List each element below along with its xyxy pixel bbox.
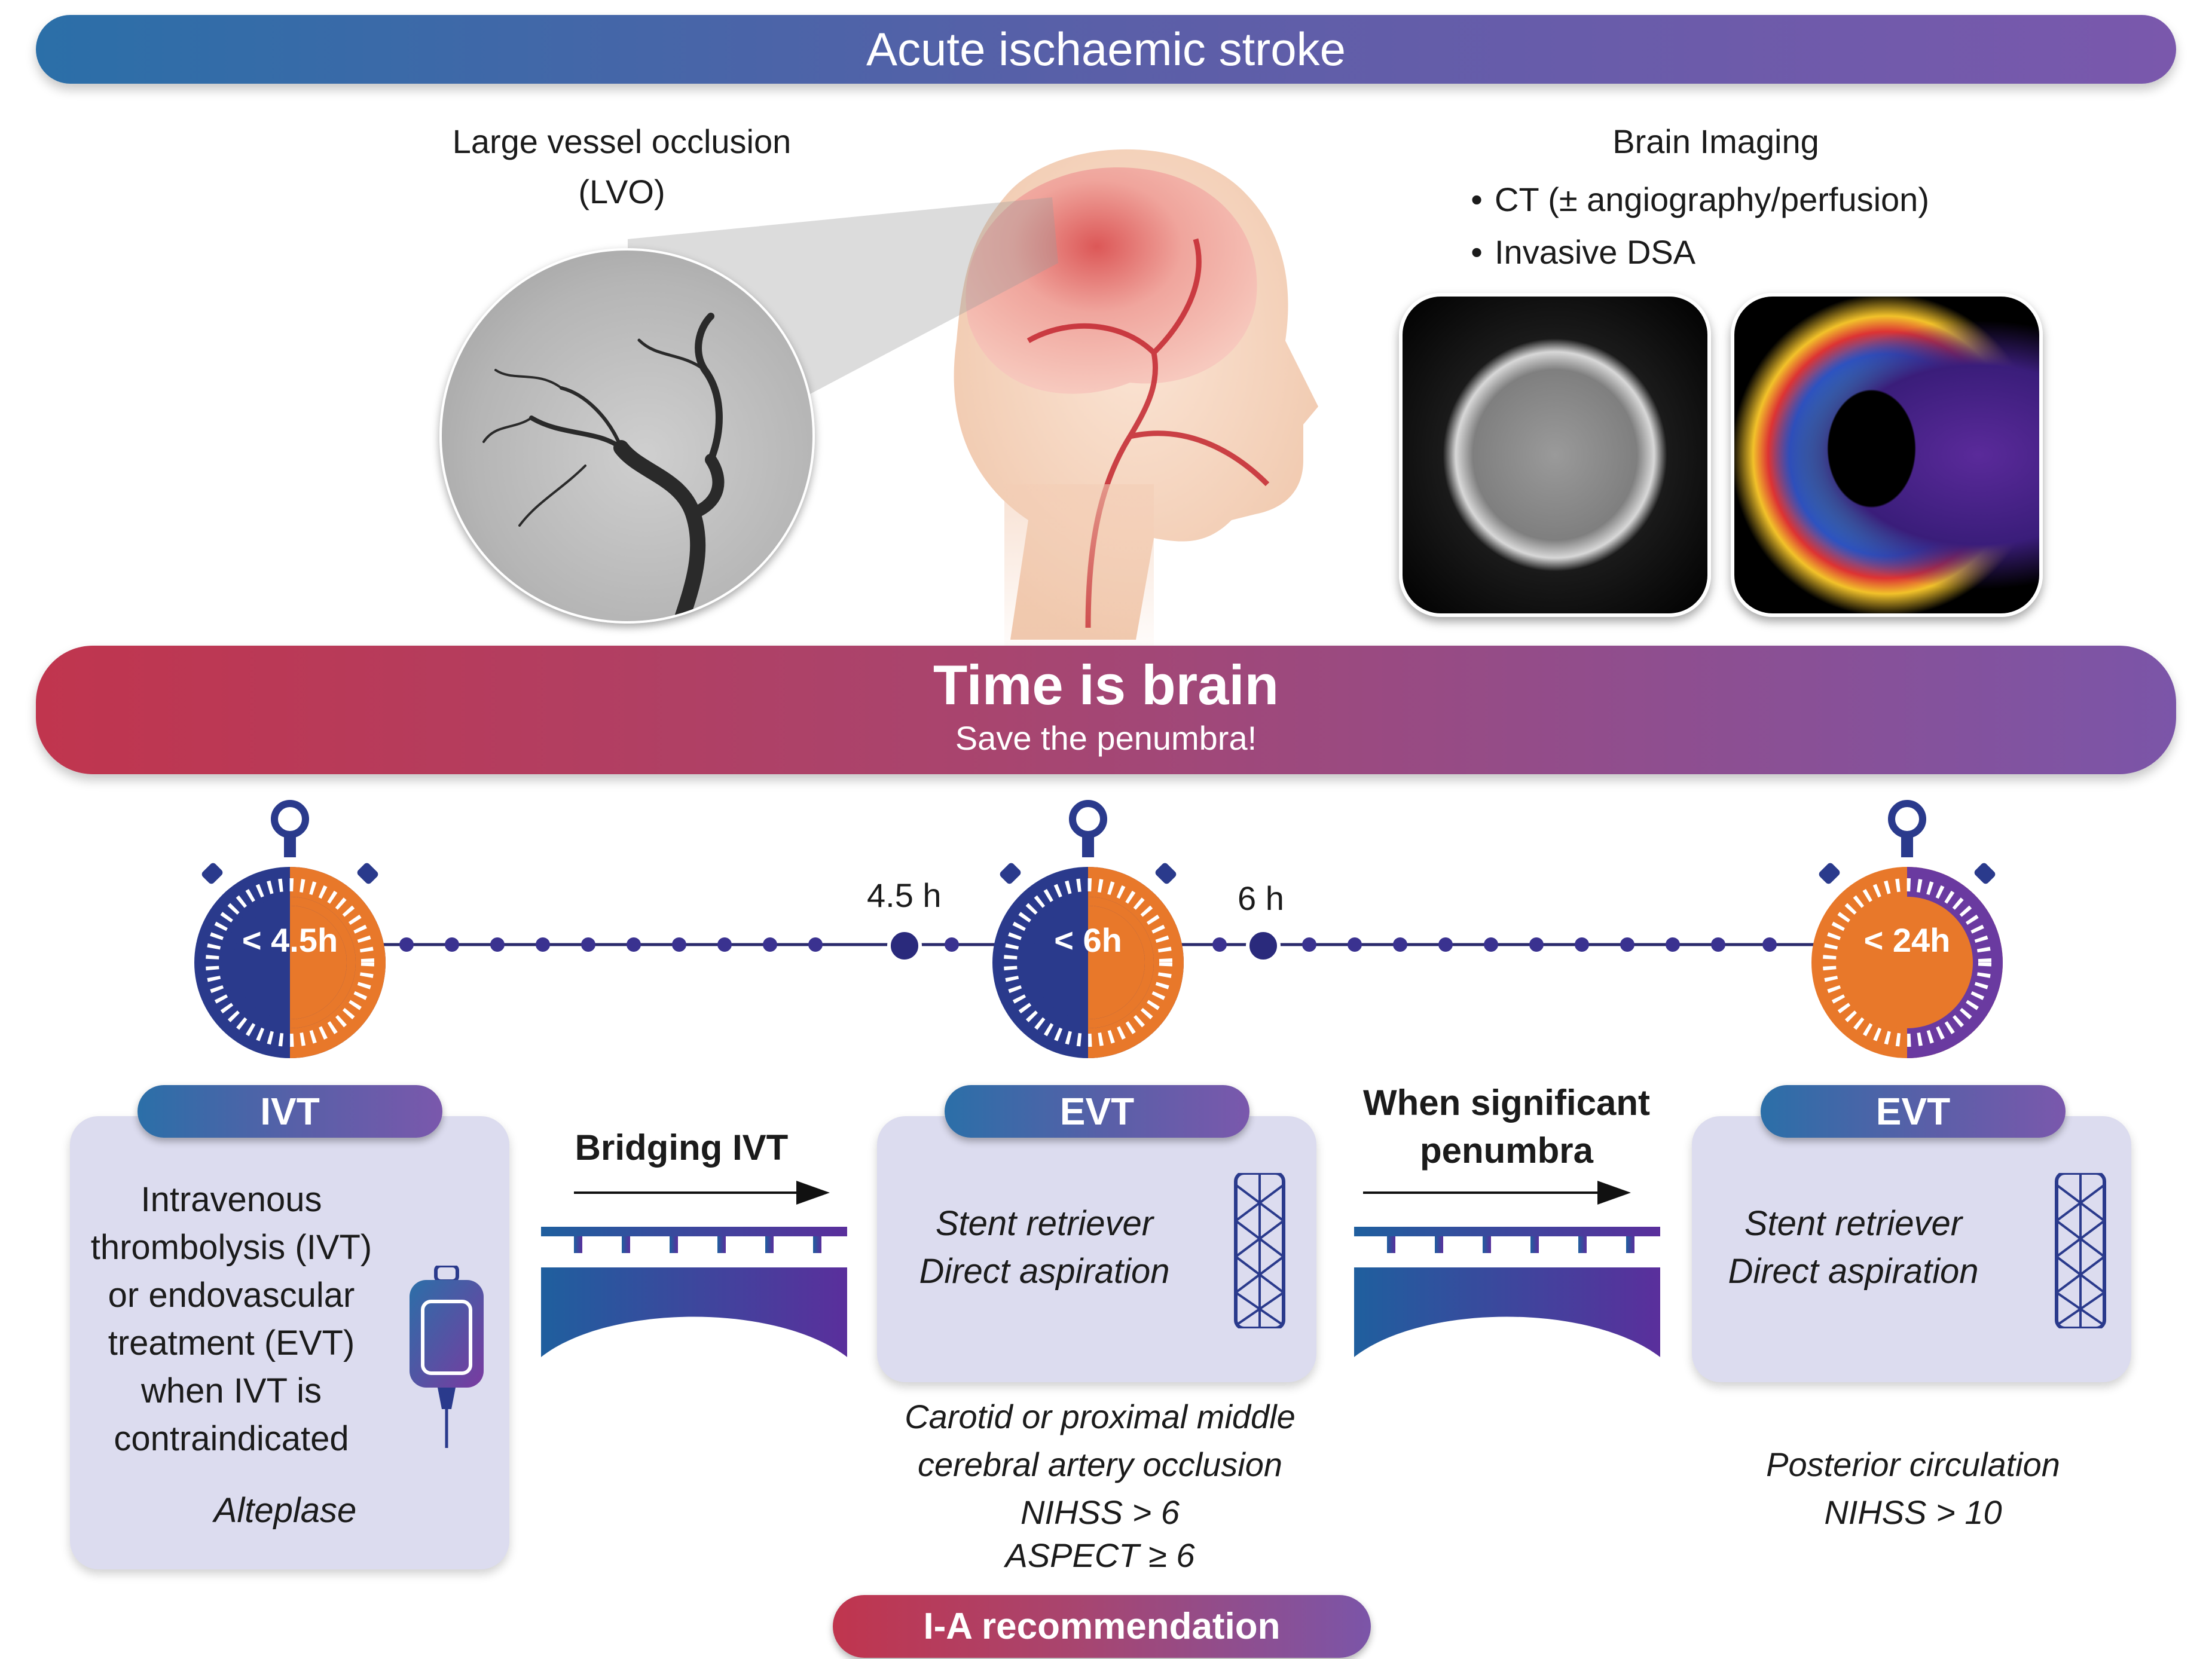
- evt-2-criteria: Posterior circulation NIHSS > 10: [1674, 1441, 2152, 1536]
- significant-penumbra-line: penumbra: [1419, 1131, 1594, 1171]
- significant-penumbra-line: When significant: [1363, 1083, 1650, 1123]
- iv-bag-icon: [410, 1266, 484, 1448]
- evt-1-criteria: Carotid or proximal middle cerebral arte…: [855, 1393, 1345, 1579]
- perfusion-scan-image: [1731, 293, 2043, 617]
- timeline-label-4-5h: 4.5 h: [867, 876, 942, 914]
- evt-1-pill: EVT: [945, 1085, 1249, 1138]
- bridge-graphic: [1354, 1181, 1660, 1357]
- lvo-caption-line-2: (LVO): [578, 173, 665, 210]
- angiogram-image: [439, 248, 815, 624]
- time-banner-title: Time is brain: [933, 653, 1279, 716]
- header-banner: Acute ischaemic stroke: [36, 15, 2176, 84]
- imaging-title: Brain Imaging: [1612, 123, 1819, 160]
- ivt-card: Intravenous thrombolysis (IVT) or endova…: [70, 1116, 509, 1569]
- timeline-marker-4-5h: [887, 928, 922, 963]
- stopwatch-icon: [1811, 800, 2003, 1058]
- timer-label-24h: < 24h: [1863, 921, 1951, 959]
- ivt-line: when IVT is: [141, 1371, 322, 1410]
- timeline-marker-6h: [1246, 928, 1281, 963]
- lvo-caption-line-1: Large vessel occlusion: [452, 123, 792, 160]
- ivt-pill: IVT: [138, 1085, 442, 1138]
- evt-1-method: Direct aspiration: [919, 1252, 1170, 1291]
- evt-card-1: Stent retriever Direct aspiration: [877, 1116, 1316, 1382]
- evt-2-methods: Stent retriever Direct aspiration: [1710, 1200, 1997, 1296]
- recommendation-pill: I-A recommendation: [833, 1595, 1371, 1658]
- timeline-label-6h: 6 h: [1238, 879, 1284, 917]
- ivt-description: Intravenous thrombolysis (IVT) or endova…: [82, 1176, 381, 1463]
- ivt-line: or endovascular: [108, 1276, 355, 1315]
- ivt-line: treatment (EVT): [108, 1324, 355, 1362]
- timer-label-6h: < 6h: [1054, 921, 1122, 959]
- evt-1-criterion: NIHSS > 6: [1020, 1493, 1180, 1531]
- evt-2-criterion: NIHSS > 10: [1824, 1493, 2002, 1531]
- stent-icon: [1234, 1173, 1285, 1328]
- stopwatch-icon: [992, 800, 1184, 1058]
- bridge-graphic: [541, 1181, 847, 1357]
- bridging-ivt-label: Bridging IVT: [575, 1128, 789, 1168]
- ivt-line: thrombolysis (IVT): [90, 1228, 372, 1267]
- time-banner-subtitle: Save the penumbra!: [955, 719, 1257, 757]
- ivt-line: contraindicated: [114, 1419, 349, 1458]
- stopwatch-icon: [194, 800, 386, 1058]
- evt-card-2: Stent retriever Direct aspiration: [1692, 1116, 2131, 1382]
- header-title: Acute ischaemic stroke: [866, 23, 1346, 75]
- evt-2-method: Stent retriever: [1744, 1204, 1963, 1243]
- evt-2-pill: EVT: [1761, 1085, 2066, 1138]
- evt-1-criterion: Carotid or proximal middle: [905, 1398, 1296, 1435]
- evt-2-criterion: Posterior circulation: [1766, 1446, 2060, 1483]
- imaging-list: •CT (± angiography/perfusion) •Invasive …: [1459, 173, 1929, 279]
- significant-penumbra-label: When significant penumbra: [1339, 1079, 1674, 1175]
- evt-1-criterion: ASPECT ≥ 6: [1005, 1536, 1195, 1574]
- head-illustration: [954, 149, 1318, 664]
- evt-1-methods: Stent retriever Direct aspiration: [901, 1200, 1188, 1296]
- timer-label-4-5h: < 4.5h: [242, 921, 338, 959]
- imaging-item: •Invasive DSA: [1471, 233, 1696, 271]
- ivt-line: Intravenous: [140, 1180, 322, 1219]
- ct-scan-image: [1399, 293, 1711, 617]
- evt-2-method: Direct aspiration: [1728, 1252, 1979, 1291]
- lvo-caption: Large vessel occlusion (LVO): [395, 117, 849, 217]
- evt-1-criterion: cerebral artery occlusion: [917, 1446, 1283, 1483]
- imaging-item: •CT (± angiography/perfusion): [1471, 181, 1929, 218]
- time-banner: Time is brain Save the penumbra!: [36, 646, 2176, 774]
- ivt-drug: Alteplase: [213, 1491, 357, 1530]
- stent-icon: [2055, 1173, 2106, 1328]
- evt-1-method: Stent retriever: [935, 1204, 1154, 1243]
